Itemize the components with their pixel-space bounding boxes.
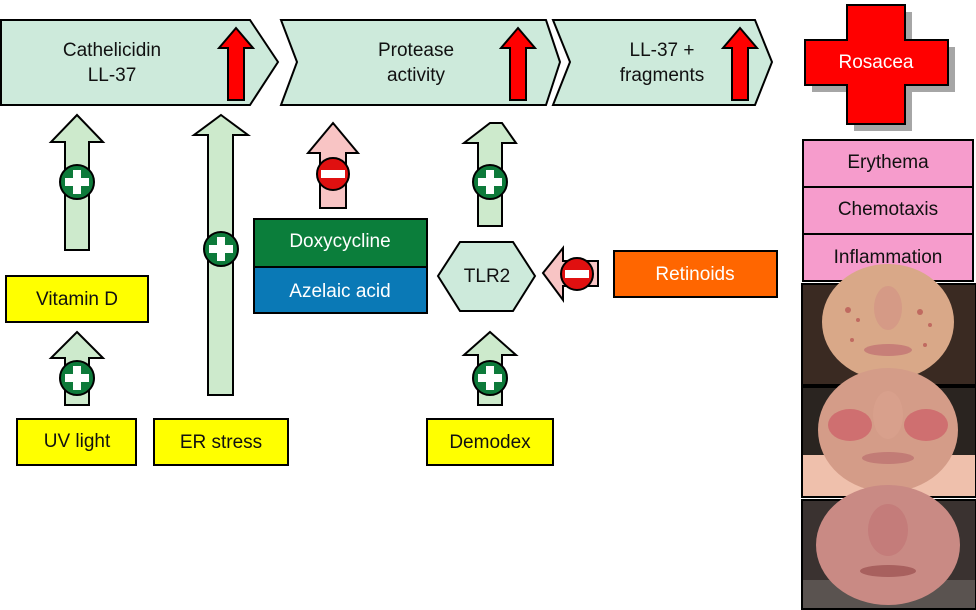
factor-label: ER stress xyxy=(180,432,262,453)
step-label-line2: fragments xyxy=(620,65,704,86)
factor-vitamin-d: Vitamin D xyxy=(5,275,149,323)
drug-azelaic-acid: Azelaic acid xyxy=(253,266,428,314)
stimulate-arrow-vitd xyxy=(48,113,106,251)
drug-doxycycline: Doxycycline xyxy=(253,218,428,268)
stimulate-arrow-demodex xyxy=(461,330,519,406)
red-cross-icon xyxy=(804,4,949,125)
drug-label: Doxycycline xyxy=(289,231,390,252)
plus-icon xyxy=(472,164,508,200)
symptom-item: Erythema xyxy=(847,152,929,173)
minus-icon xyxy=(560,257,594,291)
symptom-item: Inflammation xyxy=(834,247,943,268)
drug-label: Retinoids xyxy=(655,264,734,285)
inhibit-arrow-protease xyxy=(305,121,361,209)
plus-icon xyxy=(59,360,95,396)
minus-icon xyxy=(316,157,350,191)
plus-icon xyxy=(203,231,239,267)
symptoms-list: Erythema Chemotaxis Inflammation xyxy=(802,139,974,282)
receptor-tlr2: TLR2 xyxy=(436,241,537,312)
rosacea-outcome: Rosacea xyxy=(804,4,955,131)
step-label-line1: Protease xyxy=(378,40,454,61)
factor-label: Vitamin D xyxy=(36,289,118,310)
factor-er-stress: ER stress xyxy=(153,418,289,466)
stimulate-arrow-tlr2 xyxy=(461,122,518,227)
factor-uv-light: UV light xyxy=(16,418,137,466)
step-label-line2: activity xyxy=(387,65,446,86)
factor-label: UV light xyxy=(44,431,111,452)
patient-photo-2 xyxy=(801,368,976,498)
step-label-line2: LL-37 xyxy=(88,65,137,86)
patient-photo-1 xyxy=(801,264,976,386)
plus-icon xyxy=(59,164,95,200)
stimulate-arrow-uv xyxy=(48,330,106,406)
factor-label: Demodex xyxy=(449,432,531,453)
drug-label: Azelaic acid xyxy=(289,281,390,302)
inhibit-arrow-tlr2 xyxy=(541,245,599,304)
drug-retinoids: Retinoids xyxy=(613,250,778,298)
pathway-step-protease: Protease activity xyxy=(279,19,562,106)
tlr2-label: TLR2 xyxy=(464,266,510,287)
step-label-line1: LL-37 + xyxy=(630,40,695,61)
stimulate-arrow-er-stress xyxy=(190,113,252,396)
step-label-line1: Cathelicidin xyxy=(63,40,161,61)
rosacea-label: Rosacea xyxy=(839,52,914,73)
symptom-item: Chemotaxis xyxy=(838,199,938,220)
pathway-step-cathelicidin: Cathelicidin LL-37 xyxy=(0,19,280,106)
pathway-step-ll37-fragments: LL-37 + fragments xyxy=(551,19,774,106)
plus-icon xyxy=(472,360,508,396)
factor-demodex: Demodex xyxy=(426,418,554,466)
patient-photo-3 xyxy=(801,485,976,610)
